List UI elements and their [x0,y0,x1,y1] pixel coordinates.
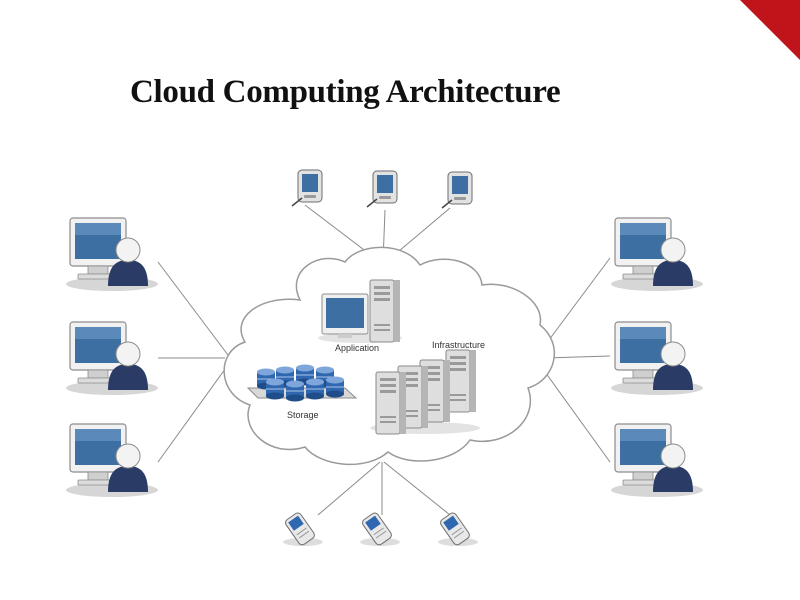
pda-icon [441,171,473,209]
database-icon [305,378,325,400]
server-icon [375,371,407,435]
server-icon [445,349,477,413]
application-label: Application [335,343,379,353]
connection-lines [157,204,611,516]
desktop-user-icon [65,321,159,396]
cell-phone-icon [282,510,324,547]
database-icon [285,380,305,402]
desktop-user-icon [610,217,704,292]
application-node [318,279,402,343]
pda-icon [291,169,323,207]
corner-accent [740,0,800,60]
desktop-user-icon [65,217,159,292]
cell-phone-icon [359,510,401,547]
slide-title: Cloud Computing Architecture [130,74,561,110]
storage-label: Storage [287,410,319,420]
desktop-user-icon [610,423,704,498]
pda-icon [366,170,398,208]
server-icon [369,279,401,343]
desktop-user-icon [65,423,159,498]
desktop-user-icon [610,321,704,396]
infrastructure-label: Infrastructure [432,340,485,350]
database-icon [325,376,345,398]
cell-phone-icon [437,510,479,547]
database-icon [265,378,285,400]
storage-node [246,364,358,402]
infrastructure-node [370,349,480,435]
